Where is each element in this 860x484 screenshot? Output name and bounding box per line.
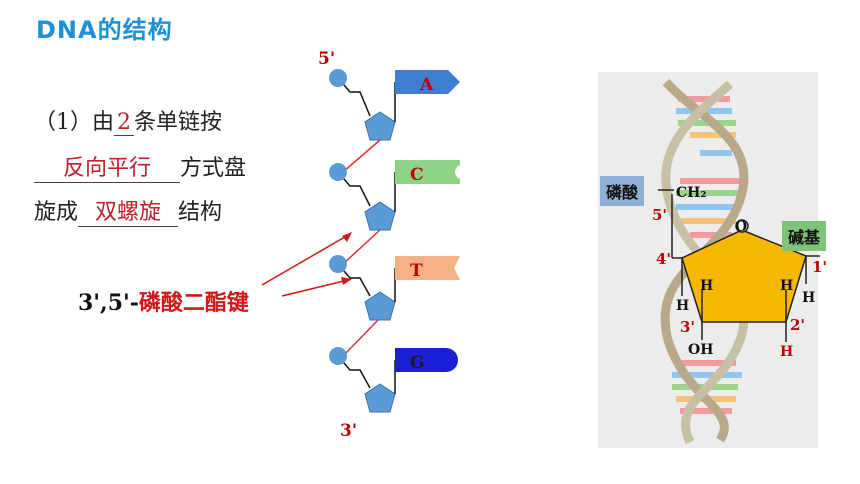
- carbon-1-label: 1': [812, 258, 827, 276]
- question-line-2: 反向平行方式盘: [34, 150, 246, 183]
- phosphate-circle: [329, 347, 347, 365]
- deoxyribose-pentagon: [681, 229, 807, 323]
- bond-label: 3',5'-磷酸二酯键: [78, 290, 249, 316]
- h-label: H: [780, 278, 793, 294]
- nucleotide-4: [329, 347, 458, 413]
- carbon-4-label: 4': [656, 250, 671, 268]
- base-notch: [455, 165, 469, 179]
- question-text: （1）由: [34, 110, 114, 135]
- base-block: [395, 70, 460, 94]
- carbon-2-label: 2': [790, 316, 805, 334]
- base-block: [395, 160, 460, 184]
- three-prime-end: 3': [340, 421, 357, 441]
- base-letter-t: T: [410, 261, 423, 281]
- question-text: 旋成: [34, 200, 79, 225]
- nucleotide-1: [329, 69, 460, 141]
- page-title: DNA的结构: [36, 16, 173, 44]
- phosphodiester-bond: [342, 229, 381, 265]
- phosphate-tag: 磷酸: [600, 176, 645, 206]
- base-block: [395, 256, 460, 280]
- phosphodiester-bond: [342, 317, 381, 357]
- question-text: 结构: [178, 200, 223, 225]
- sugar-pentagon: [364, 383, 396, 413]
- h-label: H: [802, 290, 815, 306]
- sugar-pentagon: [364, 201, 396, 231]
- bond-arrow-head-1: [342, 232, 352, 242]
- phosphate-circle: [329, 69, 347, 87]
- base-letter-g: G: [410, 353, 425, 373]
- carbon-5-label: 5': [652, 206, 667, 224]
- oxygen-label: O: [735, 219, 747, 235]
- phosphate-circle: [329, 163, 347, 181]
- base-tag: 碱基: [782, 221, 827, 251]
- bond-arrow-1: [261, 233, 351, 286]
- h-label-red: H: [780, 344, 793, 360]
- answer-count: 2: [114, 110, 134, 136]
- base-block: [395, 348, 458, 372]
- nucleotide-3: [329, 255, 460, 321]
- five-prime-end: 5': [318, 49, 335, 69]
- nucleotide-2: [329, 160, 469, 231]
- phosphodiester-bond: [342, 139, 381, 173]
- h-label: H: [700, 278, 713, 294]
- ring-oxygen: [735, 219, 749, 233]
- question-line-3: 旋成双螺旋结构: [34, 194, 222, 227]
- oh-label: OH: [688, 342, 713, 358]
- bond-arrow-2: [281, 279, 349, 297]
- bond-arrow-head-2: [341, 277, 352, 285]
- base-letter-a: A: [419, 75, 434, 95]
- answer-structure: 双螺旋: [78, 194, 179, 227]
- answer-direction: 反向平行: [34, 150, 180, 183]
- h-label: H: [676, 298, 689, 314]
- question-text: 方式盘: [180, 156, 247, 181]
- sugar-pentagon: [364, 291, 396, 321]
- base-letter-c: C: [410, 165, 424, 185]
- sugar-pentagon: [364, 111, 396, 141]
- phosphate-circle: [329, 255, 347, 273]
- ch2-label: CH₂: [676, 185, 707, 201]
- question-text: 条单链按: [134, 110, 223, 135]
- carbon-3-label: 3': [680, 318, 695, 336]
